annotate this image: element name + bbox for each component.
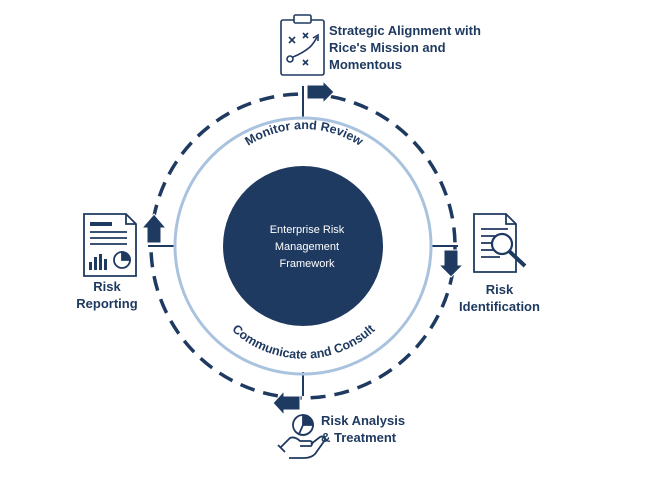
identification-line-1: Risk: [485, 282, 514, 297]
analysis-line-2: & Treatment: [321, 430, 397, 445]
arrow-down-right: [437, 249, 465, 278]
center-title: Enterprise Risk Management Framework: [232, 222, 382, 273]
arrow-left-bottom: [272, 389, 301, 417]
hand-pie-chart-icon: [277, 414, 326, 459]
strategic-line-2: Rice's Mission and: [329, 40, 446, 55]
outer-dashed-ring: [149, 92, 457, 400]
center-line-3: Framework: [279, 258, 335, 270]
risk-analysis-label: Risk Analysis & Treatment: [321, 412, 405, 446]
monitor-review-arc-text: Monitor and Review: [243, 118, 366, 149]
risk-identification-label: Risk Identification: [452, 281, 547, 315]
strategy-clipboard-icon: [280, 14, 325, 76]
arrow-right-top: [306, 79, 335, 105]
strategic-line-1: Strategic Alignment with: [329, 23, 481, 38]
strategic-line-3: Momentous: [329, 57, 402, 72]
reporting-line-2: Reporting: [76, 296, 138, 311]
center-line-1: Enterprise Risk: [269, 224, 345, 236]
center-circle: [223, 166, 383, 326]
center-line-2: Management: [274, 241, 340, 253]
reporting-line-1: Risk: [93, 279, 121, 294]
inner-light-ring: [173, 116, 433, 376]
report-chart-icon: [83, 213, 137, 277]
document-magnifier-icon: [473, 213, 527, 273]
strategic-alignment-label: Strategic Alignment with Rice's Mission …: [329, 22, 481, 73]
arrow-up-left: [140, 213, 168, 244]
analysis-line-1: Risk Analysis: [321, 413, 406, 428]
risk-reporting-label: Risk Reporting: [72, 278, 142, 312]
communicate-consult-arc-text: Communicate and Consult: [229, 321, 378, 361]
identification-line-2: Identification: [459, 299, 540, 314]
